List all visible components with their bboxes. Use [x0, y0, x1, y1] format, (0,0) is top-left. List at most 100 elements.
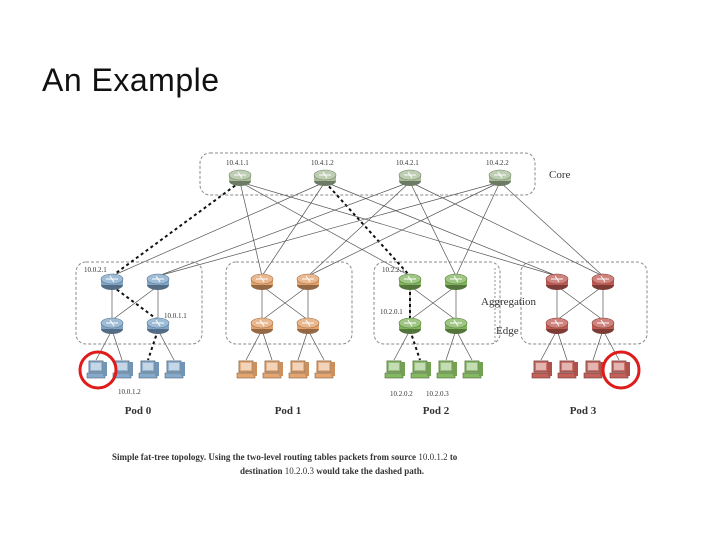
core-switch-ip-0: 10.4.1.1	[226, 159, 249, 167]
pod-box-1	[225, 261, 353, 345]
host-tower	[626, 362, 630, 376]
core-agg-link	[307, 181, 411, 277]
aggregation-switch	[250, 273, 274, 290]
switch-arrows	[302, 319, 314, 327]
switch-arrows	[551, 275, 563, 283]
core-agg-link	[409, 181, 604, 277]
core-agg-link	[409, 181, 457, 277]
host-tower	[155, 362, 159, 376]
host-tower	[331, 362, 335, 376]
host-computer	[436, 360, 457, 379]
host-keyboard	[384, 372, 404, 379]
host-screen	[143, 363, 153, 370]
host-computer	[384, 360, 405, 379]
host-screen	[267, 363, 277, 370]
host-screen	[117, 363, 127, 370]
switch-arrows	[319, 171, 331, 179]
pod-label-0: Pod 0	[125, 405, 152, 417]
host-keyboard	[436, 372, 456, 379]
path-link-dashed	[111, 181, 241, 277]
host-computer	[531, 360, 552, 379]
host-keyboard	[164, 372, 184, 379]
pod-label-3: Pod 3	[570, 405, 597, 417]
core-layer-label: Core	[549, 169, 571, 181]
edge-switch	[444, 317, 468, 334]
switch-arrows	[404, 171, 416, 179]
host-tower	[253, 362, 257, 376]
core-agg-link	[239, 181, 263, 277]
host-screen	[415, 363, 425, 370]
core-agg-link	[324, 181, 558, 277]
edge-ip-label: 10.2.0.1	[380, 308, 403, 316]
core-agg-link	[111, 181, 326, 277]
pod-box-2	[373, 261, 501, 345]
caption-line-2: destination 10.2.0.3 would take the dash…	[240, 466, 424, 476]
host-computer	[462, 360, 483, 379]
edge-switch	[398, 317, 422, 334]
core-agg-link	[261, 181, 326, 277]
path-link-dashed	[409, 329, 421, 361]
edge-host-link	[111, 329, 123, 361]
edge-switch	[545, 317, 569, 334]
aggregation-switch	[545, 273, 569, 290]
core-layer-box	[199, 152, 536, 196]
host-computer	[609, 360, 630, 379]
switch-arrows	[302, 275, 314, 283]
host-screen	[319, 363, 329, 370]
edge-ip-label: 10.0.1.1	[164, 312, 187, 320]
caption-line-1: Simple fat-tree topology. Using the two-…	[112, 452, 458, 462]
aggregation-layer-label: Aggregation	[481, 296, 536, 308]
edge-host-link	[445, 329, 457, 361]
host-keyboard	[410, 372, 430, 379]
host-keyboard	[531, 372, 551, 379]
host-tower	[479, 362, 483, 376]
agg-edge-link	[409, 285, 457, 321]
pod-box-0	[75, 261, 203, 345]
host-tower	[427, 362, 431, 376]
host-tower	[453, 362, 457, 376]
host-keyboard	[314, 372, 334, 379]
host-tower	[574, 362, 578, 376]
host-tower	[305, 362, 309, 376]
core-switch-0	[228, 169, 252, 186]
core-agg-link	[499, 181, 604, 277]
edge-layer-label: Edge	[496, 325, 519, 337]
host-keyboard	[462, 372, 482, 379]
aggregation-switch	[398, 273, 422, 290]
core-switch-ip-3: 10.4.2.2	[486, 159, 509, 167]
edge-host-link	[95, 329, 113, 361]
host-computer	[410, 360, 431, 379]
core-agg-link	[157, 181, 501, 277]
slide-title: An Example	[42, 62, 220, 98]
caption-text: would take the dashed path.	[316, 466, 424, 476]
host-keyboard	[236, 372, 256, 379]
edge-host-link	[297, 329, 309, 361]
core-agg-link	[307, 181, 501, 277]
host-screen	[467, 363, 477, 370]
aggregation-switch	[146, 273, 170, 290]
host-computer	[583, 360, 604, 379]
edge-host-link	[261, 329, 273, 361]
core-switch-ip-2: 10.4.2.1	[396, 159, 419, 167]
host-screen	[562, 363, 572, 370]
switch-arrows	[106, 275, 118, 283]
agg-edge-link	[556, 285, 604, 321]
aggregation-switch	[296, 273, 320, 290]
switch-arrows	[234, 171, 246, 179]
core-agg-link	[239, 181, 558, 277]
edge-host-link	[245, 329, 263, 361]
host-computer	[557, 360, 578, 379]
host-tower	[181, 362, 185, 376]
caption-text: to	[450, 452, 458, 462]
edge-host-link	[540, 329, 558, 361]
edge-switch	[100, 317, 124, 334]
switch-arrows	[551, 319, 563, 327]
host-tower	[548, 362, 552, 376]
aggregation-ip-label: 10.0.2.1	[84, 266, 107, 274]
host-computer	[86, 360, 107, 379]
host-screen	[293, 363, 303, 370]
core-agg-link	[455, 181, 501, 277]
aggregation-switch	[591, 273, 615, 290]
pod-label-2: Pod 2	[423, 405, 450, 417]
